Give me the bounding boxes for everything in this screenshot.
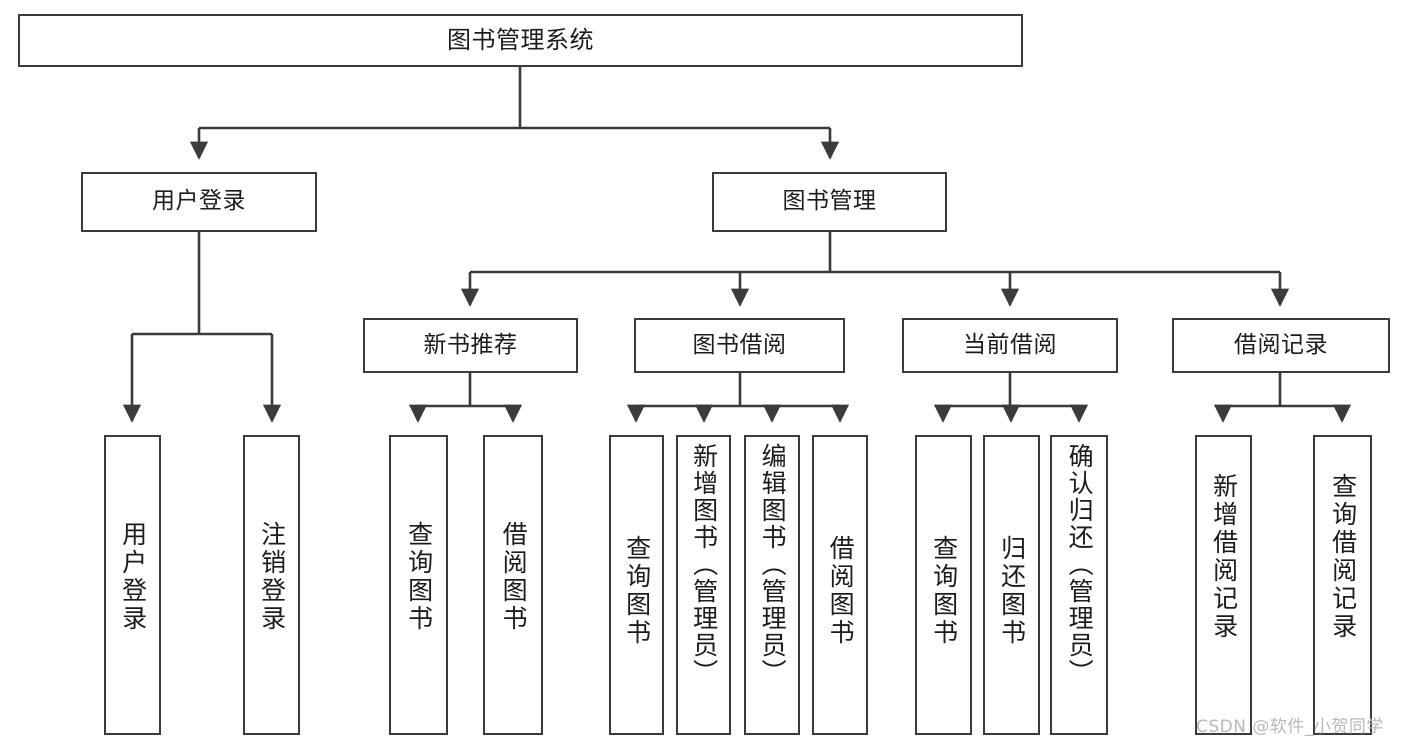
leaf-return-book-label: 归还图书 [997, 535, 1027, 647]
node-book-borrow[interactable]: 图书借阅 [634, 318, 845, 373]
leaf-add-borrow-record[interactable]: 新增借阅记录 [1195, 435, 1252, 735]
leaf-logout-login-label: 注销登录 [257, 521, 287, 633]
leaf-borrow-book[interactable]: 借阅图书 [812, 435, 868, 735]
leaf-query-borrow-record[interactable]: 查询借阅记录 [1313, 435, 1372, 735]
leaf-edit-book-admin-label: 编辑图书（管理员） [758, 443, 788, 686]
leaf-confirm-return-admin[interactable]: 确认归还（管理员） [1050, 435, 1108, 735]
node-book-management-label: 图书管理 [782, 188, 877, 215]
leaf-add-book-admin-label: 新增图书（管理员） [689, 443, 719, 686]
node-root-label: 图书管理系统 [447, 26, 594, 55]
leaf-add-book-admin[interactable]: 新增图书（管理员） [676, 435, 731, 735]
leaf-query-book-borrow[interactable]: 查询图书 [609, 435, 664, 735]
leaf-query-borrow-record-label: 查询借阅记录 [1328, 473, 1358, 641]
leaf-logout-login[interactable]: 注销登录 [243, 435, 300, 735]
node-new-book-recommend-label: 新书推荐 [423, 331, 518, 358]
node-current-borrow[interactable]: 当前借阅 [902, 318, 1118, 373]
node-borrow-record[interactable]: 借阅记录 [1172, 318, 1390, 373]
leaf-user-login[interactable]: 用户登录 [104, 435, 161, 735]
node-current-borrow-label: 当前借阅 [963, 331, 1057, 358]
leaf-borrow-book-label: 借阅图书 [826, 535, 856, 647]
leaf-add-borrow-record-label: 新增借阅记录 [1209, 473, 1239, 641]
leaf-query-book-borrow-label: 查询图书 [622, 535, 652, 647]
leaf-edit-book-admin[interactable]: 编辑图书（管理员） [744, 435, 800, 735]
leaf-query-book-current-label: 查询图书 [929, 535, 959, 647]
csdn-watermark: CSDN @软件_小贺同学 [1196, 717, 1384, 737]
leaf-return-book[interactable]: 归还图书 [983, 435, 1040, 735]
node-user-login[interactable]: 用户登录 [81, 172, 317, 232]
leaf-query-book-recommend[interactable]: 查询图书 [389, 435, 448, 735]
leaf-borrow-book-recommend-label: 借阅图书 [499, 521, 529, 633]
leaf-confirm-return-admin-label: 确认归还（管理员） [1065, 443, 1095, 686]
node-user-login-label: 用户登录 [152, 188, 246, 215]
node-borrow-record-label: 借阅记录 [1234, 331, 1328, 358]
leaf-borrow-book-recommend[interactable]: 借阅图书 [483, 435, 543, 735]
leaf-query-book-current[interactable]: 查询图书 [915, 435, 972, 735]
node-book-borrow-label: 图书借阅 [692, 331, 787, 358]
node-root[interactable]: 图书管理系统 [18, 14, 1023, 67]
node-new-book-recommend[interactable]: 新书推荐 [363, 318, 578, 373]
node-book-management[interactable]: 图书管理 [712, 172, 947, 232]
leaf-user-login-label: 用户登录 [118, 521, 148, 633]
leaf-query-book-recommend-label: 查询图书 [404, 521, 434, 633]
